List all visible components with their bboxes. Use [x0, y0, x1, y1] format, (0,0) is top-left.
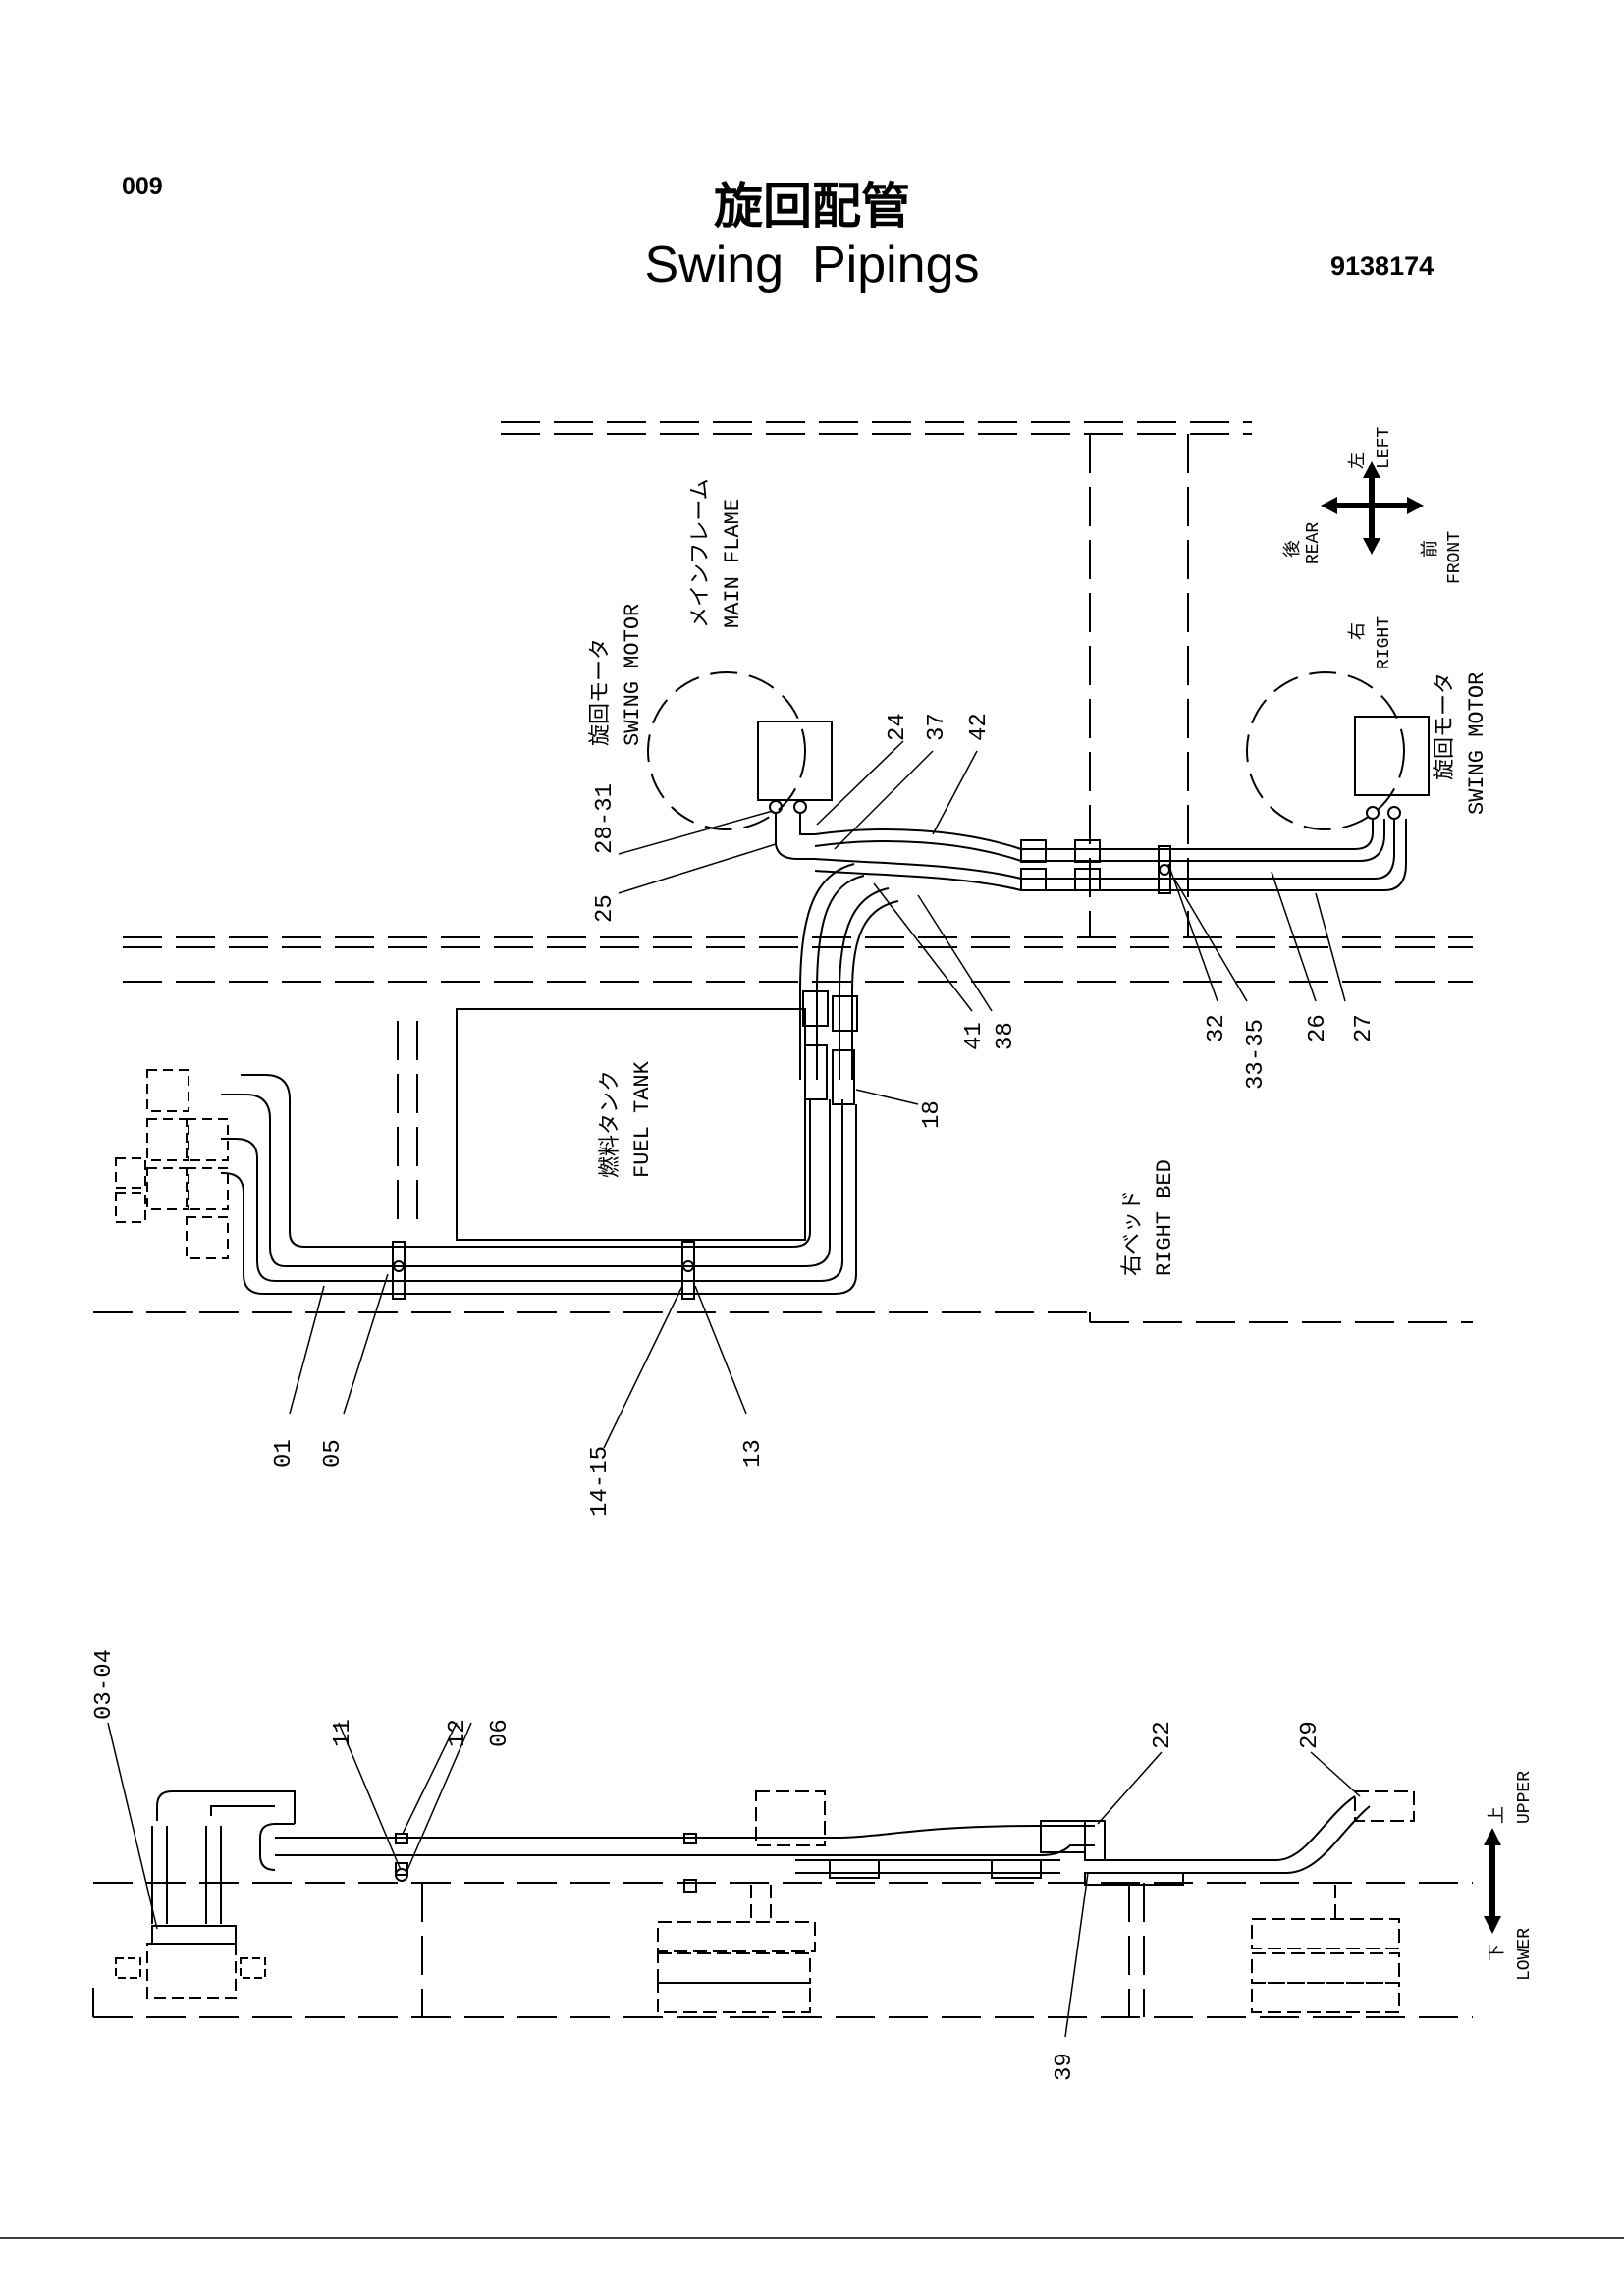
compass-left-jp: 左	[1347, 452, 1368, 469]
callout-37: 37	[924, 713, 950, 741]
callout-leaders-top	[289, 740, 1346, 1449]
control-valve-side	[115, 1790, 296, 1999]
callout-32: 32	[1204, 1014, 1230, 1042]
side-view-motor-right	[1251, 1790, 1415, 2013]
side-view-motor-left	[657, 1790, 826, 2013]
side-view-pipes	[259, 1795, 1371, 1886]
compass-rear-jp: 後	[1282, 540, 1303, 558]
callout-38: 38	[993, 1022, 1019, 1050]
swing-hoses-down	[799, 863, 899, 1105]
swing-motor-left-label-jp: 旋回モータ	[588, 638, 613, 746]
callout-18: 18	[919, 1100, 946, 1129]
callout-22: 22	[1150, 1721, 1176, 1749]
swing-motor-left-label-en: SWING MOTOR	[621, 604, 645, 746]
swing-motor-right-circle	[1246, 671, 1405, 830]
callout-41: 41	[961, 1022, 988, 1050]
fuel-tank-label-jp: 燃料タンク	[598, 1070, 623, 1178]
callout-03-04: 03-04	[91, 1649, 118, 1720]
right-motor-pipes	[1080, 819, 1407, 891]
compass-left-en: LEFT	[1375, 427, 1394, 469]
swing-motor-right-label-en: SWING MOTOR	[1465, 672, 1489, 815]
callout-06: 06	[487, 1719, 514, 1747]
swing-motor-left-block	[757, 721, 833, 801]
callout-24: 24	[885, 713, 911, 741]
direction-compass	[1326, 466, 1419, 550]
vertical-upper-en: UPPER	[1515, 1771, 1535, 1824]
compass-right-en: RIGHT	[1375, 616, 1394, 669]
compass-front-jp: 前	[1420, 540, 1440, 558]
swing-motor-right-block	[1354, 716, 1430, 796]
callout-11: 11	[330, 1719, 356, 1747]
callout-29: 29	[1297, 1721, 1324, 1749]
callout-leaders-bottom	[107, 1722, 1361, 2038]
callout-13: 13	[740, 1439, 767, 1468]
fuel-tank-outline	[456, 1008, 806, 1241]
right-bed-label-en: RIGHT BED	[1153, 1159, 1177, 1276]
hose-fittings-upper	[1020, 839, 1171, 894]
vertical-lower-en: LOWER	[1515, 1928, 1535, 1981]
main-frame-outline	[93, 421, 1473, 1323]
callout-39: 39	[1052, 2053, 1078, 2081]
vertical-upper-jp: 上	[1487, 1806, 1507, 1824]
callout-12: 12	[445, 1719, 471, 1747]
main-frame-label-jp: メインフレーム	[688, 478, 713, 628]
vertical-lower-jp: 下	[1487, 1944, 1507, 1961]
part-number: 9138174	[1330, 251, 1435, 281]
callout-26: 26	[1305, 1014, 1331, 1042]
callout-25: 25	[592, 894, 619, 923]
callout-42: 42	[966, 713, 993, 741]
compass-rear-en: REAR	[1304, 522, 1324, 564]
swing-hoses-upper	[814, 828, 1080, 891]
control-valve-top	[115, 1069, 229, 1259]
title-japanese: 旋回配管	[714, 178, 910, 235]
main-pipes-lower	[221, 1074, 857, 1295]
main-frame-label-en: MAIN FLAME	[721, 499, 745, 628]
page-number: 009	[122, 173, 163, 200]
fuel-tank-label-en: FUEL TANK	[630, 1060, 655, 1178]
callout-14-15: 14-15	[587, 1446, 614, 1517]
side-view-ground-lines	[92, 1882, 1473, 2018]
callout-28-31: 28-31	[592, 783, 619, 854]
compass-right-jp: 右	[1347, 622, 1368, 640]
right-bed-label-jp: 右ベッド	[1120, 1190, 1145, 1276]
callout-33-35: 33-35	[1243, 1019, 1270, 1090]
title-english: Swing Pipings	[644, 237, 980, 294]
swing-motor-left-circle	[647, 671, 806, 830]
compass-front-en: FRONT	[1445, 531, 1465, 584]
callout-01: 01	[271, 1439, 298, 1468]
callout-27: 27	[1351, 1014, 1378, 1042]
callout-05: 05	[320, 1439, 347, 1468]
swing-motor-right-label-jp: 旋回モータ	[1433, 672, 1457, 780]
